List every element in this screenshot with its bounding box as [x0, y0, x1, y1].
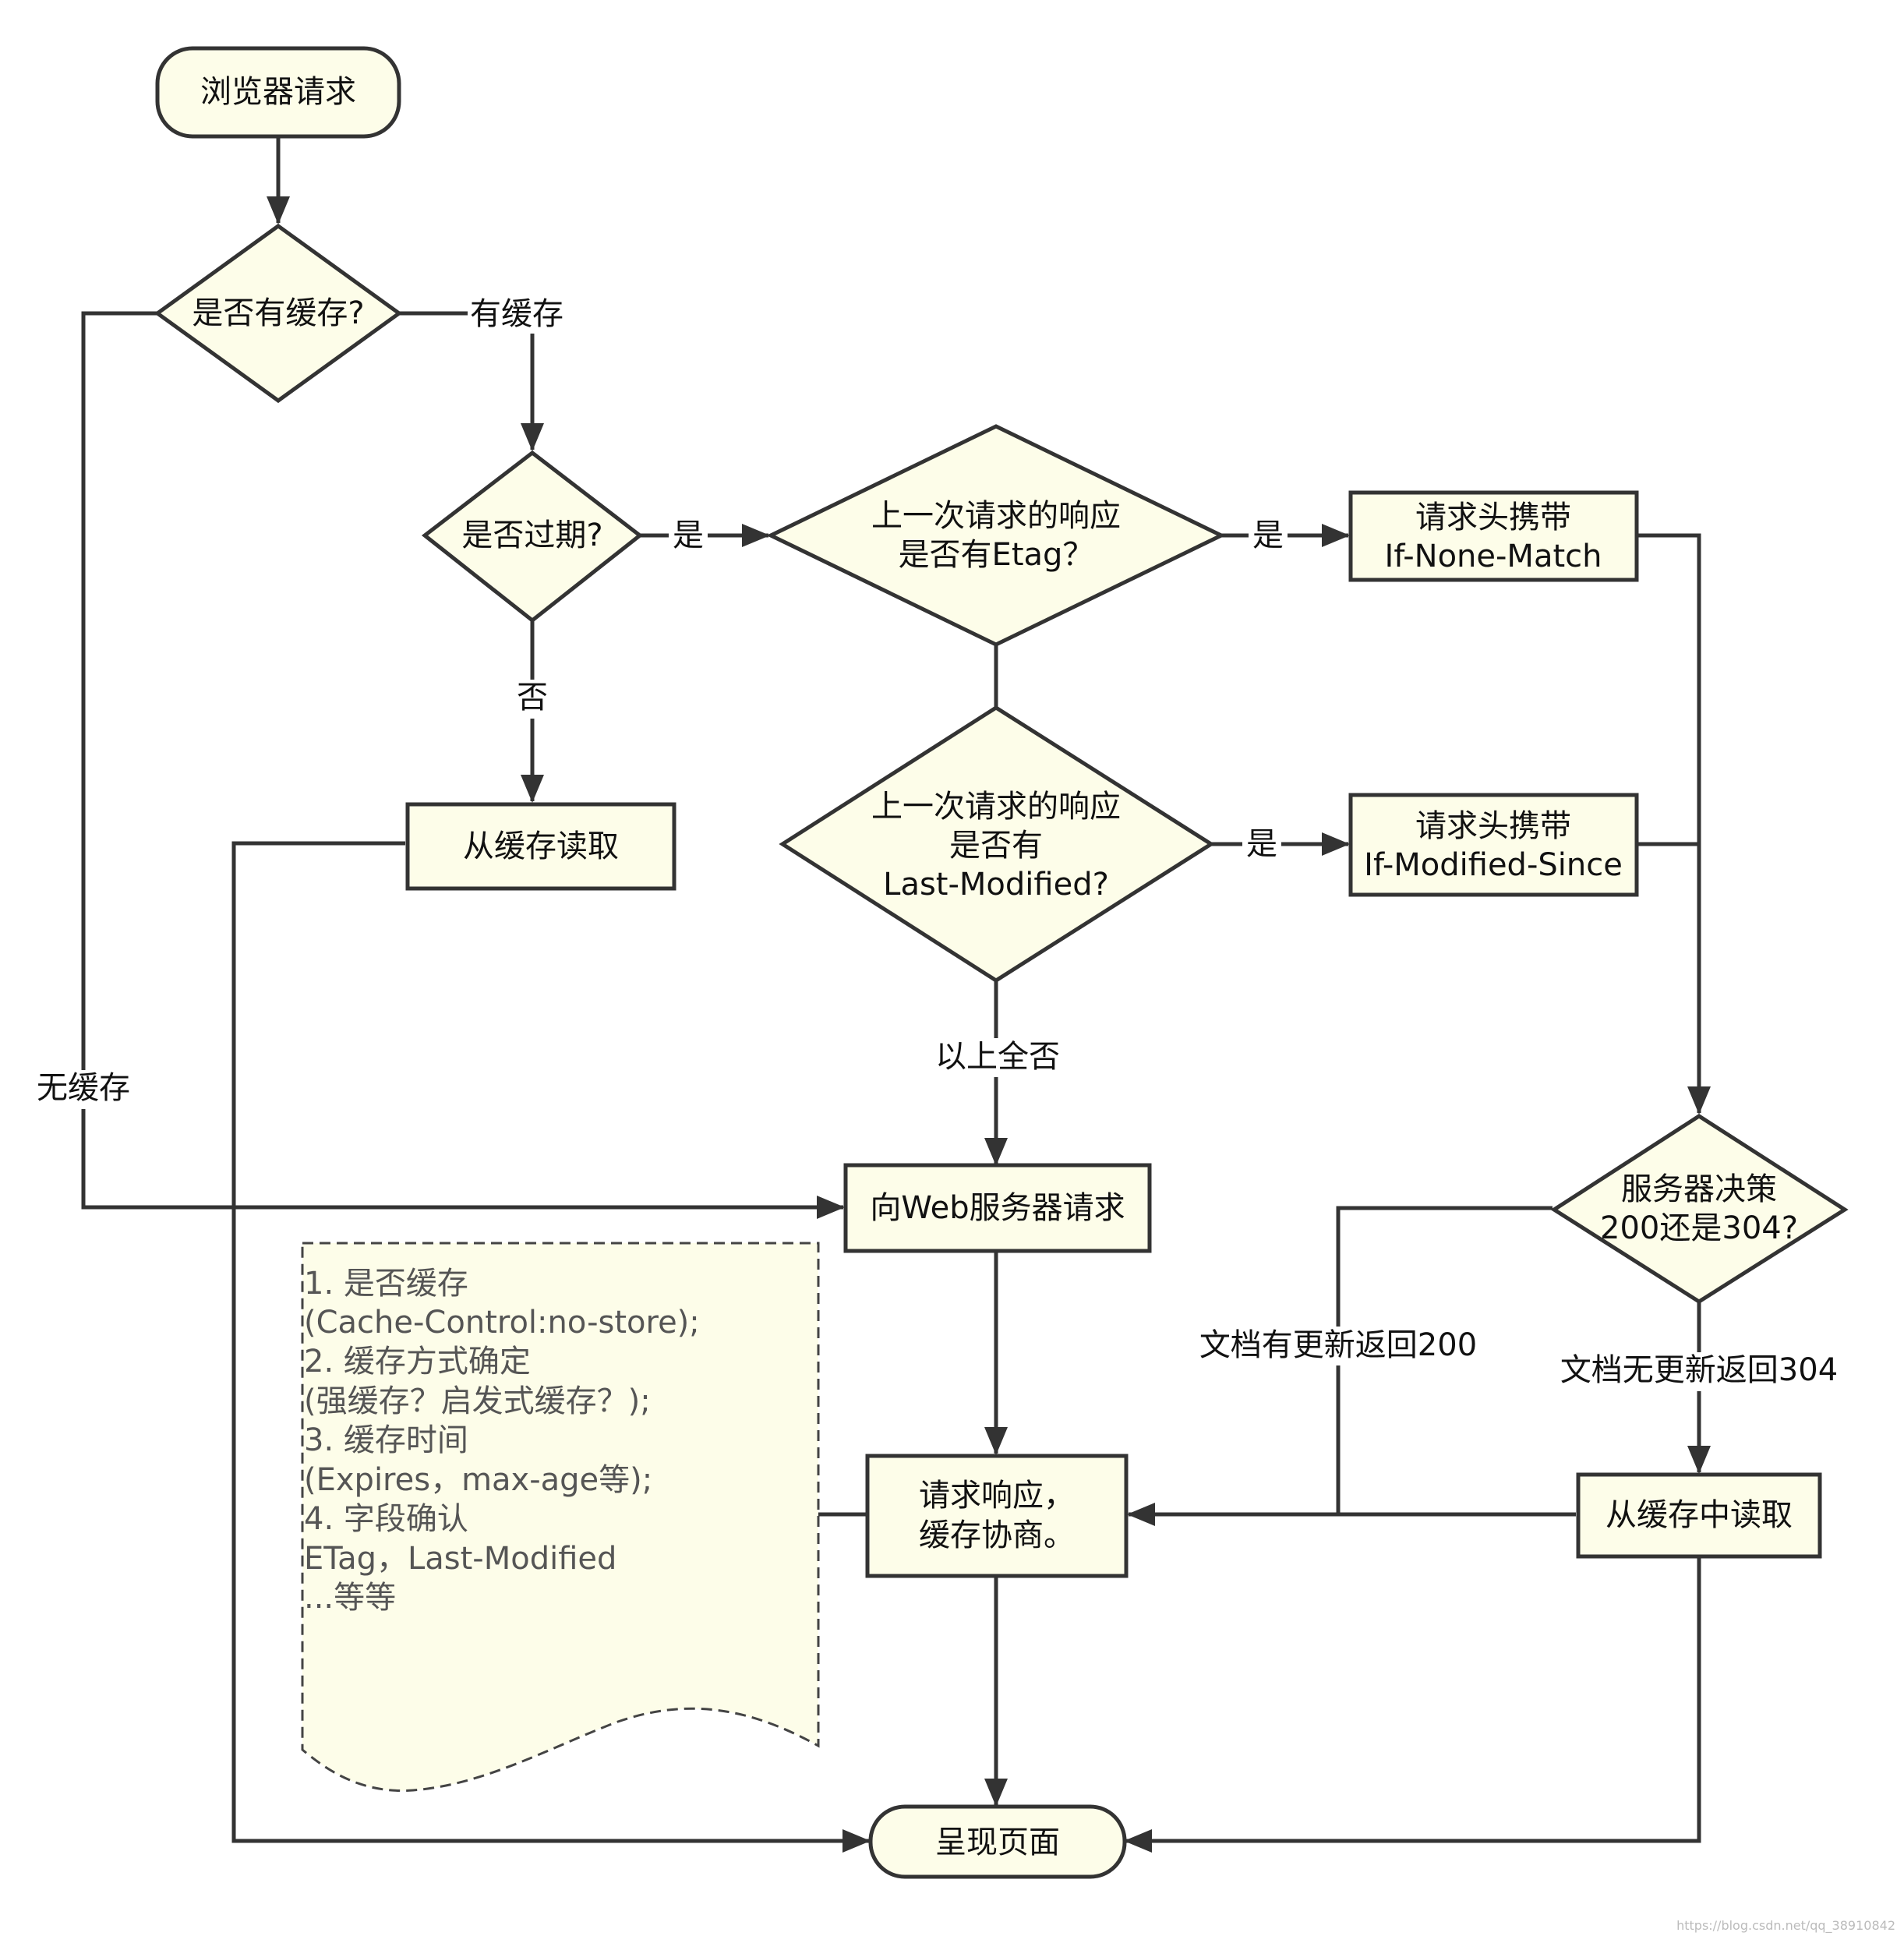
node-has-last-modified-line-1: 上一次请求的响应 [871, 789, 1121, 825]
node-read-from-cache-label: 从缓存读取 [463, 828, 619, 864]
node-has-last-modified-line-2: 是否有 [949, 828, 1043, 864]
node-has-last-modified: 上一次请求的响应 是否有 Last-Modified? [779, 705, 1215, 983]
node-read-from-cache: 从缓存读取 [405, 802, 676, 891]
node-has-cache: 是否有缓存? [154, 223, 403, 404]
label-not-updated-304: 文档无更新返回304 [1560, 1352, 1838, 1388]
note-line-2: (Cache-Control:no-store); [304, 1305, 700, 1341]
node-response-negotiation: 请求响应， 缓存协商。 [865, 1454, 1129, 1578]
node-browser-request: 浏览器请求 [155, 46, 401, 139]
node-has-last-modified-line-3: Last-Modified? [883, 867, 1109, 903]
edge-if-none-match-to-decision [1637, 533, 1711, 1115]
node-request-web-server-label: 向Web服务器请求 [870, 1190, 1125, 1226]
node-response-negotiation-line-2: 缓存协商。 [919, 1517, 1075, 1553]
node-has-etag-line-1: 上一次请求的响应 [871, 498, 1121, 534]
node-has-cache-label: 是否有缓存? [192, 295, 364, 331]
node-render-page: 呈现页面 [868, 1804, 1127, 1879]
node-header-if-none-match: 请求头携带 If-None-Match [1348, 490, 1639, 582]
node-cache-note: 1. 是否缓存 (Cache-Control:no-store); 2. 缓存方… [301, 1242, 820, 1793]
edge-decision-200-to-response [1336, 1206, 1553, 1514]
node-header-if-none-match-line-2: If-None-Match [1385, 539, 1602, 574]
node-read-from-cache-middle-label: 从缓存中读取 [1606, 1497, 1793, 1533]
note-line-8: ETag，Last-Modified [304, 1541, 616, 1577]
note-line-7: 4. 字段确认 [304, 1501, 468, 1537]
edges [81, 136, 1711, 1853]
label-has-cache-yes: 有缓存 [470, 296, 563, 332]
node-has-etag: 上一次请求的响应 是否有Etag？ [766, 424, 1226, 647]
edge-no-cache-to-web-server [81, 311, 845, 1219]
node-header-if-modified-since-line-2: If-Modified-Since [1364, 847, 1623, 883]
node-request-web-server: 向Web服务器请求 [843, 1163, 1152, 1253]
node-is-expired-label: 是否过期? [461, 518, 602, 553]
nodes: 浏览器请求 是否有缓存? 是否过期? 上一次请求的响应 是否有Etag？ 请求头… [154, 46, 1849, 1879]
note-line-3: 2. 缓存方式确定 [304, 1344, 531, 1380]
note-line-9: ...等等 [304, 1580, 396, 1616]
note-line-1: 1. 是否缓存 [304, 1266, 468, 1302]
node-has-etag-line-2: 是否有Etag？ [899, 537, 1094, 573]
label-expired-yes: 是 [673, 518, 704, 553]
label-etag-yes: 是 [1252, 518, 1284, 553]
label-updated-200: 文档有更新返回200 [1199, 1327, 1477, 1363]
node-read-from-cache-middle: 从缓存中读取 [1576, 1472, 1822, 1559]
watermark: https://blog.csdn.net/qq_38910842 [1676, 1918, 1895, 1934]
label-no-cache: 无缓存 [37, 1070, 130, 1106]
node-response-negotiation-line-1: 请求响应， [919, 1478, 1075, 1514]
edge-labels: 有缓存 无缓存 是 否 是 是 以上全否 文档有更新返回200 文档无更新返回3… [31, 295, 1843, 1391]
node-server-decision-line-2: 200还是304? [1600, 1210, 1798, 1246]
note-line-4: (强缓存？启发式缓存？); [304, 1383, 651, 1419]
edge-read-cache-middle-to-render [1124, 1556, 1701, 1853]
node-browser-request-label: 浏览器请求 [200, 74, 356, 110]
node-is-expired: 是否过期? [421, 450, 644, 624]
node-server-decision: 服务器决策 200还是304? [1550, 1114, 1849, 1304]
label-expired-no: 否 [517, 680, 548, 715]
note-line-6: (Expires，max-age等); [304, 1462, 652, 1498]
node-render-page-label: 呈现页面 [935, 1825, 1060, 1860]
node-header-if-modified-since-line-1: 请求头携带 [1415, 808, 1571, 844]
edge-has-cache-to-expired [399, 311, 544, 451]
edge-read-cache-to-render [231, 841, 871, 1853]
label-last-modified-yes: 是 [1246, 826, 1277, 862]
label-all-no: 以上全否 [935, 1039, 1060, 1075]
node-server-decision-line-1: 服务器决策 [1621, 1171, 1777, 1207]
node-header-if-modified-since: 请求头携带 If-Modified-Since [1348, 793, 1639, 897]
node-header-if-none-match-line-1: 请求头携带 [1415, 500, 1571, 535]
note-line-5: 3. 缓存时间 [304, 1422, 468, 1458]
